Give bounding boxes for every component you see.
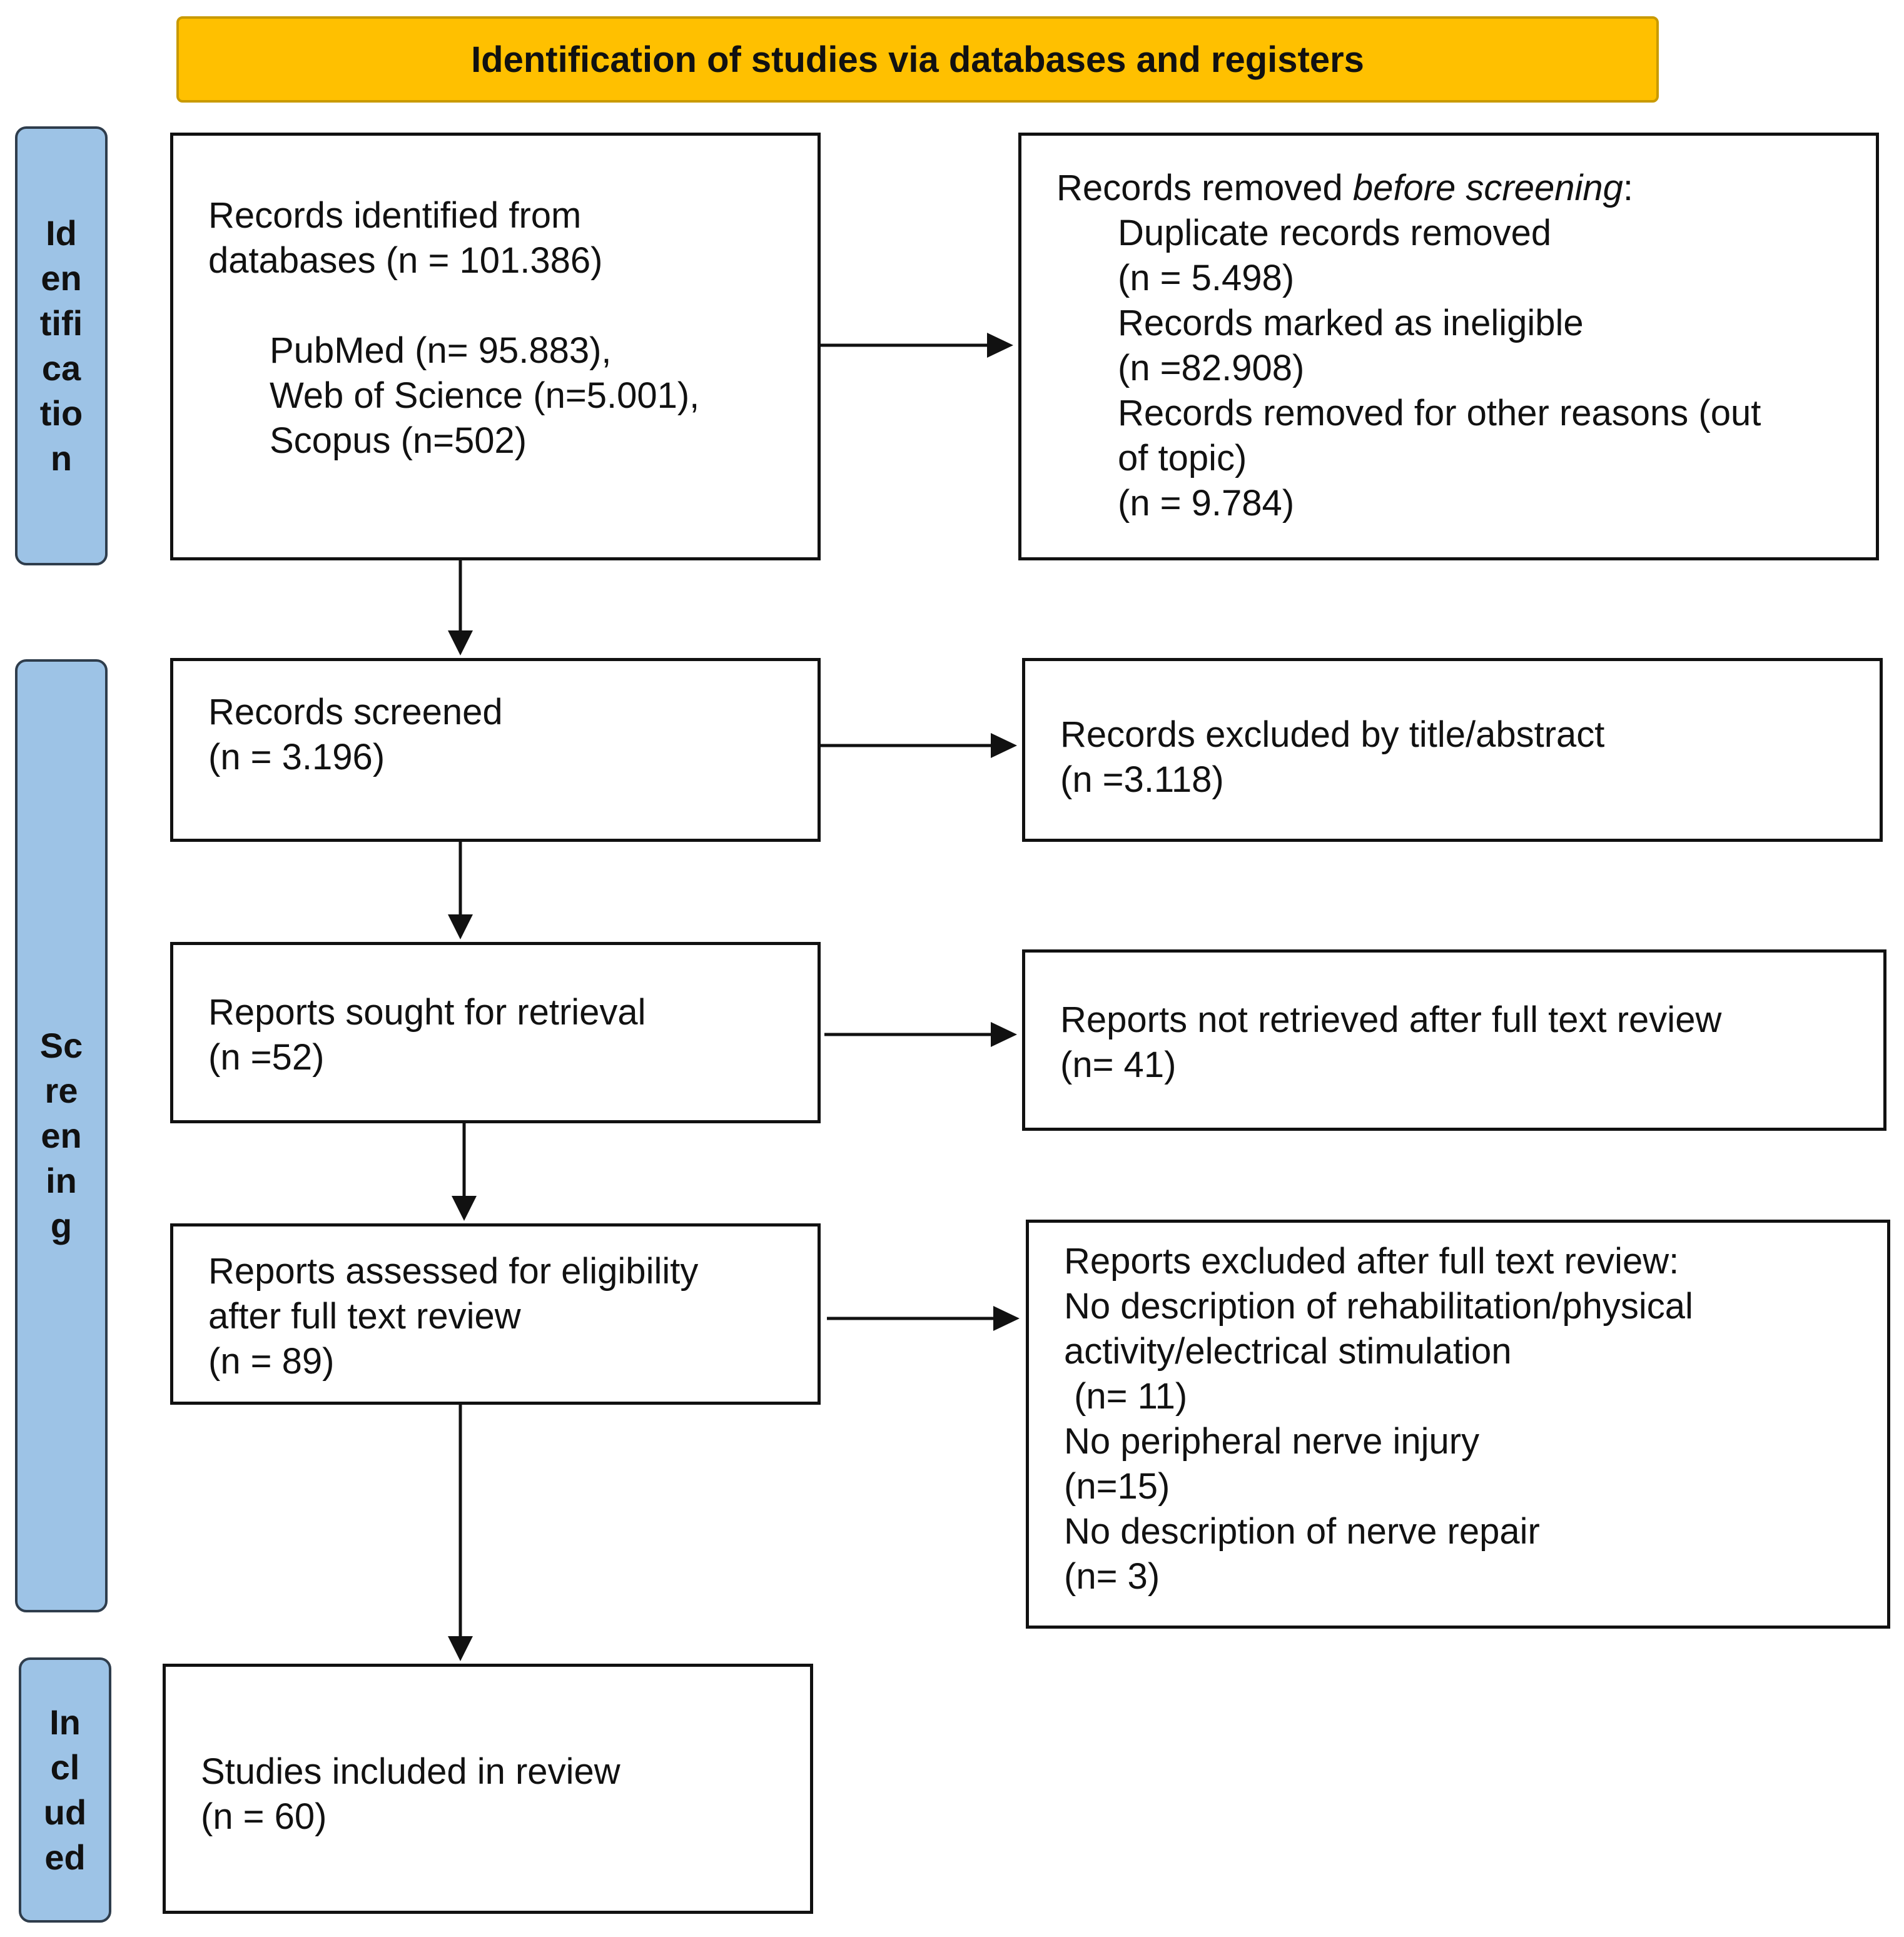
duplicate-records-label: Duplicate records removed	[1118, 213, 1552, 253]
source-scopus: Scopus (n=502)	[270, 420, 527, 461]
records-identified-box: Records identified from databases (n = 1…	[170, 133, 821, 560]
stage-identification-label-5: tio	[39, 393, 83, 433]
reports-not-retrieved-box: Reports not retrieved after full text re…	[1022, 949, 1886, 1131]
stage-identification-label-3: tifi	[39, 303, 83, 343]
ineligible-records-label: Records marked as ineligible	[1118, 303, 1584, 343]
reports-assessed-box: Reports assessed for eligibility after f…	[170, 1223, 821, 1405]
header-banner: Identification of studies via databases …	[176, 16, 1659, 103]
reports-excluded-heading: Reports excluded after full text review:	[1064, 1241, 1679, 1282]
no-rehabilitation-count: (n= 11)	[1064, 1376, 1188, 1417]
no-nerve-repair-count: (n= 3)	[1064, 1556, 1160, 1597]
stage-included-label-3: ud	[43, 1793, 87, 1832]
stage-included-label-1: In	[49, 1702, 81, 1742]
arrowhead-identified-to-removed	[987, 333, 1013, 358]
records-excluded-label: Records excluded by title/abstract	[1060, 714, 1605, 755]
arrowhead-screened-to-excluded	[991, 733, 1017, 758]
arrowhead-assessed-to-included	[448, 1636, 473, 1661]
source-web-of-science: Web of Science (n=5.001),	[270, 375, 700, 416]
records-removed-heading-prefix: Records removed	[1056, 168, 1353, 208]
no-rehabilitation-label-2: activity/electrical stimulation	[1064, 1331, 1512, 1372]
source-pubmed: PubMed (n= 95.883),	[270, 330, 612, 371]
arrowhead-identified-to-screened	[448, 630, 473, 655]
reports-not-retrieved-label: Reports not retrieved after full text re…	[1060, 999, 1722, 1040]
studies-included-box: Studies included in review (n = 60)	[163, 1664, 813, 1914]
stage-identification-label-2: en	[41, 258, 82, 298]
arrowhead-sought-to-not-retrieved	[991, 1022, 1017, 1047]
reports-not-retrieved-count: (n= 41)	[1060, 1044, 1177, 1085]
other-reasons-label-1: Records removed for other reasons (out	[1118, 393, 1761, 433]
stage-included: In cl ud ed	[19, 1657, 111, 1923]
records-identified-line-1: Records identified from	[208, 195, 582, 236]
no-rehabilitation-label-1: No description of rehabilitation/physica…	[1064, 1286, 1693, 1327]
stage-screening-label-2: re	[44, 1071, 78, 1110]
stage-included-label-2: cl	[50, 1747, 80, 1787]
reports-sought-count: (n =52)	[208, 1037, 325, 1078]
arrowhead-sought-to-assessed	[452, 1196, 477, 1221]
records-removed-heading-emphasis: before screening	[1352, 168, 1623, 208]
stage-screening-label-1: Sc	[39, 1026, 83, 1065]
stage-identification-label-6: n	[50, 438, 73, 478]
ineligible-records-count: (n =82.908)	[1118, 348, 1305, 388]
reports-assessed-line-1: Reports assessed for eligibility	[208, 1251, 699, 1292]
other-reasons-count: (n = 9.784)	[1118, 483, 1295, 523]
reports-assessed-line-2: after full text review	[208, 1296, 521, 1337]
records-removed-box: Records removed before screening: Duplic…	[1018, 133, 1879, 560]
arrowhead-screened-to-sought	[448, 914, 473, 939]
reports-sought-label: Reports sought for retrieval	[208, 992, 646, 1033]
stage-identification-label-4: ca	[41, 348, 81, 388]
no-nerve-injury-label: No peripheral nerve injury	[1064, 1421, 1480, 1462]
records-removed-heading-suffix: :	[1623, 168, 1634, 208]
stage-screening-label-5: g	[50, 1206, 73, 1245]
records-screened-box: Records screened (n = 3.196)	[170, 658, 821, 842]
stage-identification-label-1: Id	[46, 213, 77, 253]
reports-sought-box: Reports sought for retrieval (n =52)	[170, 942, 821, 1123]
stage-identification: Id en tifi ca tio n	[15, 126, 108, 565]
stage-included-label-4: ed	[44, 1838, 86, 1877]
reports-assessed-count: (n = 89)	[208, 1341, 335, 1382]
records-removed-heading: Records removed before screening:	[1056, 166, 1876, 211]
stage-screening-label-3: en	[41, 1116, 82, 1155]
records-excluded-box: Records excluded by title/abstract (n =3…	[1022, 658, 1883, 842]
other-reasons-label-2: of topic)	[1118, 438, 1247, 478]
records-screened-label: Records screened	[208, 692, 503, 732]
duplicate-records-count: (n = 5.498)	[1118, 258, 1295, 298]
no-nerve-repair-label: No description of nerve repair	[1064, 1511, 1540, 1552]
reports-excluded-box: Reports excluded after full text review:…	[1026, 1220, 1890, 1629]
stage-screening-label-4: in	[46, 1161, 77, 1200]
stage-screening: Sc re en in g	[15, 659, 108, 1612]
no-nerve-injury-count: (n=15)	[1064, 1466, 1170, 1507]
records-excluded-count: (n =3.118)	[1060, 759, 1224, 800]
studies-included-count: (n = 60)	[201, 1796, 327, 1837]
arrowhead-assessed-to-excluded	[993, 1306, 1020, 1331]
header-title: Identification of studies via databases …	[471, 39, 1364, 80]
records-screened-count: (n = 3.196)	[208, 737, 385, 777]
records-identified-line-2: databases (n = 101.386)	[208, 240, 603, 281]
studies-included-label: Studies included in review	[201, 1751, 620, 1792]
